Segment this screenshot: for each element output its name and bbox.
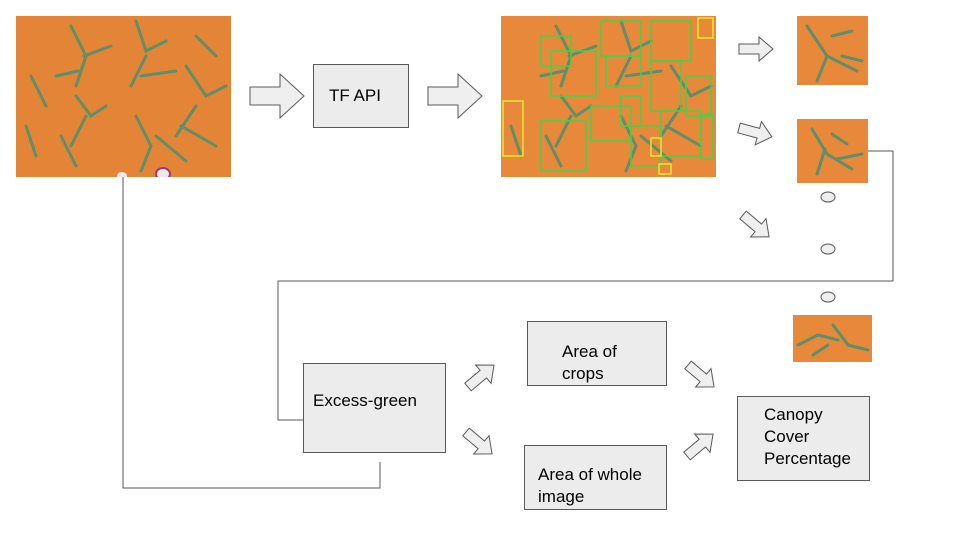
crop-image-1 xyxy=(797,16,868,85)
block-arrow-diagonal-icon xyxy=(679,355,723,397)
tf-api-box: TF API xyxy=(313,64,409,128)
area-of-whole-image-box: Area of whole image xyxy=(524,445,667,510)
block-arrow-diagonal-icon xyxy=(457,422,501,464)
crop-image-2 xyxy=(797,119,868,183)
canopy-cover-percentage-label: Canopy Cover Percentage xyxy=(764,405,851,468)
block-arrow-diagonal-icon xyxy=(678,424,722,466)
crop-image-3 xyxy=(793,315,872,362)
excess-green-label: Excess-green xyxy=(313,391,417,410)
area-of-crops-label: Area of crops xyxy=(562,342,617,383)
tf-api-label: TF API xyxy=(329,86,381,105)
block-arrow-diagonal-icon xyxy=(734,205,778,247)
input-field-image xyxy=(16,16,231,177)
block-arrow-right-icon xyxy=(738,36,774,62)
area-of-whole-image-label: Area of whole image xyxy=(538,465,642,506)
excess-green-box: Excess-green xyxy=(303,363,446,453)
ellipsis-dot-icon xyxy=(820,291,836,303)
ellipsis-dot-icon xyxy=(820,243,836,255)
area-of-crops-box: Area of crops xyxy=(527,321,667,386)
canopy-cover-percentage-box: Canopy Cover Percentage xyxy=(737,396,870,481)
detection-output-image xyxy=(501,16,716,177)
block-arrow-diagonal-icon xyxy=(459,355,503,397)
block-arrow-right-icon xyxy=(427,73,483,119)
connector-input-to-excess-green xyxy=(122,175,381,489)
block-arrow-right-icon xyxy=(249,73,305,119)
ellipsis-dot-icon xyxy=(820,191,836,203)
block-arrow-diagonal-icon xyxy=(735,115,776,149)
connector-crops-to-excess-green xyxy=(277,150,894,421)
